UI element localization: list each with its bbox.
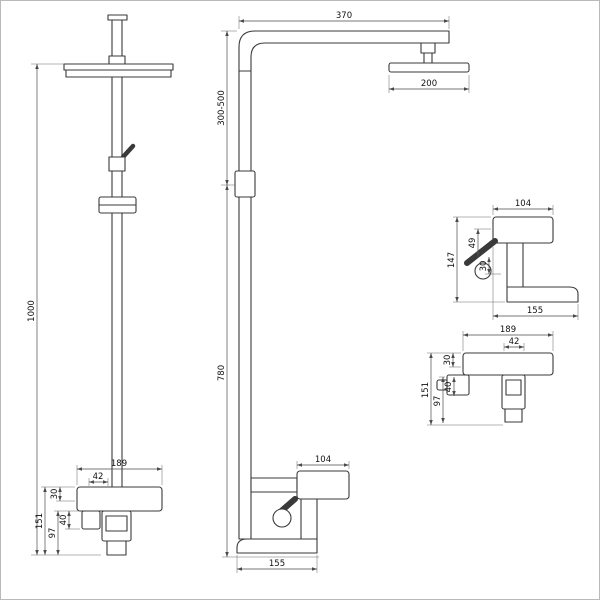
ceiling-mount: [107, 14, 128, 66]
dim-mixer-height: 151: [35, 513, 45, 529]
diverter-handle-front: [108, 143, 136, 172]
dim-detail-total-height: 147: [447, 252, 457, 268]
valve-side: [236, 470, 350, 554]
dim-front-detail-spout-width: 42: [509, 337, 520, 347]
mixer-front: [76, 486, 163, 556]
mixer-front-body: [436, 352, 554, 423]
dim-valve-width: 104: [315, 455, 331, 465]
dim-detail-30: 30: [479, 261, 489, 272]
riser-pipe-front: [111, 76, 123, 514]
dim-riser-height: 780: [217, 365, 227, 381]
dim-front-detail-width: 189: [500, 325, 516, 335]
spout-side: [506, 286, 579, 303]
dim-front-detail-lower-height: 97: [433, 396, 443, 407]
shower-head-front: [63, 63, 174, 78]
dim-mixer-width: 189: [111, 459, 127, 469]
dim-front-detail-handle-height: 40: [444, 382, 454, 393]
dim-front-detail-total-height: 151: [421, 382, 431, 398]
dim-head-width: 200: [421, 79, 437, 89]
mixer-side-body: [464, 216, 579, 303]
mixer-front-dimensions: 189 42 30 151 97 40: [421, 325, 554, 426]
mixer-side-detail: 104 147 49 30 155: [447, 199, 579, 320]
dim-spout-reach: 155: [269, 559, 285, 569]
dim-adjustable-range: 300-500: [217, 90, 227, 126]
dim-detail-spout-reach: 155: [527, 306, 543, 316]
front-view-dimensions: 1000 189 42 30 151 97 40: [27, 63, 163, 556]
dim-front-detail-body-height: 30: [443, 355, 453, 366]
slider-bracket: [98, 196, 137, 214]
front-view: 1000 189 42 30 151 97 40: [27, 14, 174, 556]
dim-mixer-handle-height: 40: [59, 515, 69, 526]
riser-pipe-side: [234, 70, 256, 540]
mixer-side-dimensions: 104 147 49 30 155: [447, 199, 579, 320]
dim-detail-49: 49: [468, 238, 478, 249]
dim-arm-reach: 370: [336, 11, 352, 21]
dim-mixer-lower-height: 97: [48, 528, 58, 539]
side-view-dimensions: 370 300-500 780 200 104 155: [217, 11, 470, 573]
dim-detail-body-width: 104: [515, 199, 531, 209]
mixer-front-detail: 189 42 30 151 97 40: [421, 325, 554, 426]
tub-spout-side: [236, 538, 318, 554]
side-view: 370 300-500 780 200 104 155: [217, 11, 470, 573]
dim-mixer-spout-width: 42: [93, 472, 104, 482]
dim-total-height: 1000: [27, 300, 37, 322]
shower-arm-side: [238, 30, 470, 73]
dim-mixer-offset: 30: [50, 489, 60, 500]
